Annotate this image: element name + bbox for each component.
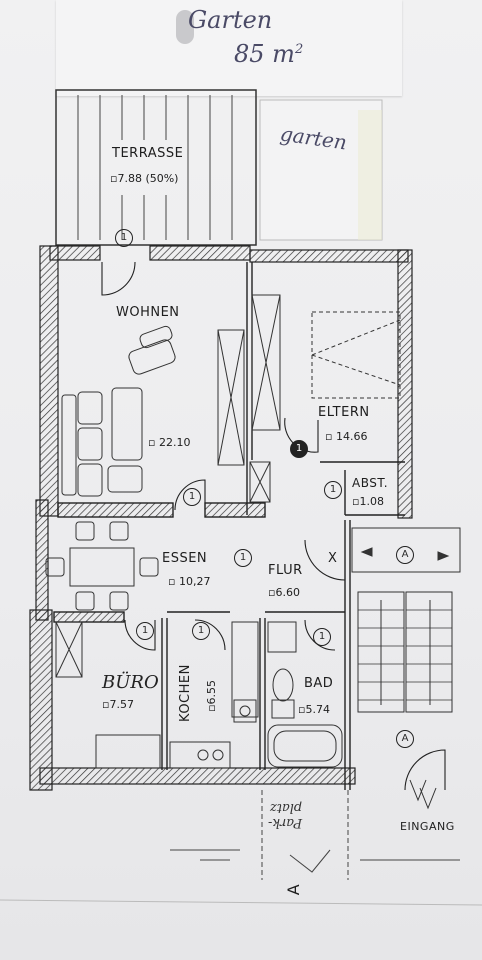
doors (101, 261, 446, 791)
staircase (351, 527, 461, 810)
essen-furniture (45, 521, 159, 611)
label-parkplatz: Park- platz (268, 800, 303, 830)
terrace (55, 89, 257, 246)
eltern-furniture (217, 294, 401, 503)
sticky-note: Garten 85 m2 (56, 0, 402, 96)
area-terrasse: ▫7.88 (50%) (110, 172, 179, 185)
note-area-unit: 2 (294, 42, 304, 57)
punch-hole (176, 10, 194, 44)
tape-strip (358, 110, 382, 240)
marker-eltern: 1 (290, 440, 308, 458)
marker-stair-a1: A (396, 546, 414, 564)
room-wohnen: WOHNEN (116, 305, 180, 320)
fixtures (55, 621, 343, 769)
room-essen: ESSEN (162, 551, 208, 566)
marker-buero: 1 (136, 622, 154, 640)
area-eltern: ▫ 14.66 (325, 430, 368, 443)
label-eingang: EINGANG (400, 820, 455, 833)
area-abst: ▫1.08 (352, 495, 384, 508)
area-essen: ▫ 10,27 (168, 575, 211, 588)
note-area: 85 m2 (234, 40, 303, 68)
note-area-value: 85 m (234, 40, 295, 68)
marker-kochen: 1 (192, 622, 210, 640)
outer-walls (29, 245, 413, 791)
x-mark: X (328, 551, 338, 566)
room-buero: BÜRO (102, 672, 159, 693)
area-wohnen: ▫ 22.10 (148, 436, 191, 449)
room-kochen: KOCHEN (178, 664, 193, 722)
marker-bad: 1 (313, 628, 331, 646)
area-buero: ▫7.57 (102, 698, 134, 711)
room-flur: FLUR (268, 563, 303, 578)
marker-wohnen: 1 (183, 488, 201, 506)
room-bad: BAD (304, 676, 334, 691)
marker-abst: 1 (324, 481, 342, 499)
wohnen-furniture (61, 325, 176, 497)
room-eltern: ELTERN (318, 405, 370, 420)
arrow-letter: A (284, 883, 304, 896)
room-abst: ABST. (352, 476, 389, 490)
inner-walls (53, 262, 405, 790)
marker-flur: 1 (234, 549, 252, 567)
area-flur: ▫6.60 (268, 586, 300, 599)
room-terrasse: TERRASSE (112, 146, 184, 161)
note-garten: Garten (188, 6, 273, 34)
marker-stair-a2: A (396, 730, 414, 748)
parking (0, 790, 482, 906)
area-kochen: ▫6.55 (205, 680, 218, 712)
area-bad: ▫5.74 (298, 703, 330, 716)
marker-terrasse: 1 (115, 229, 133, 247)
